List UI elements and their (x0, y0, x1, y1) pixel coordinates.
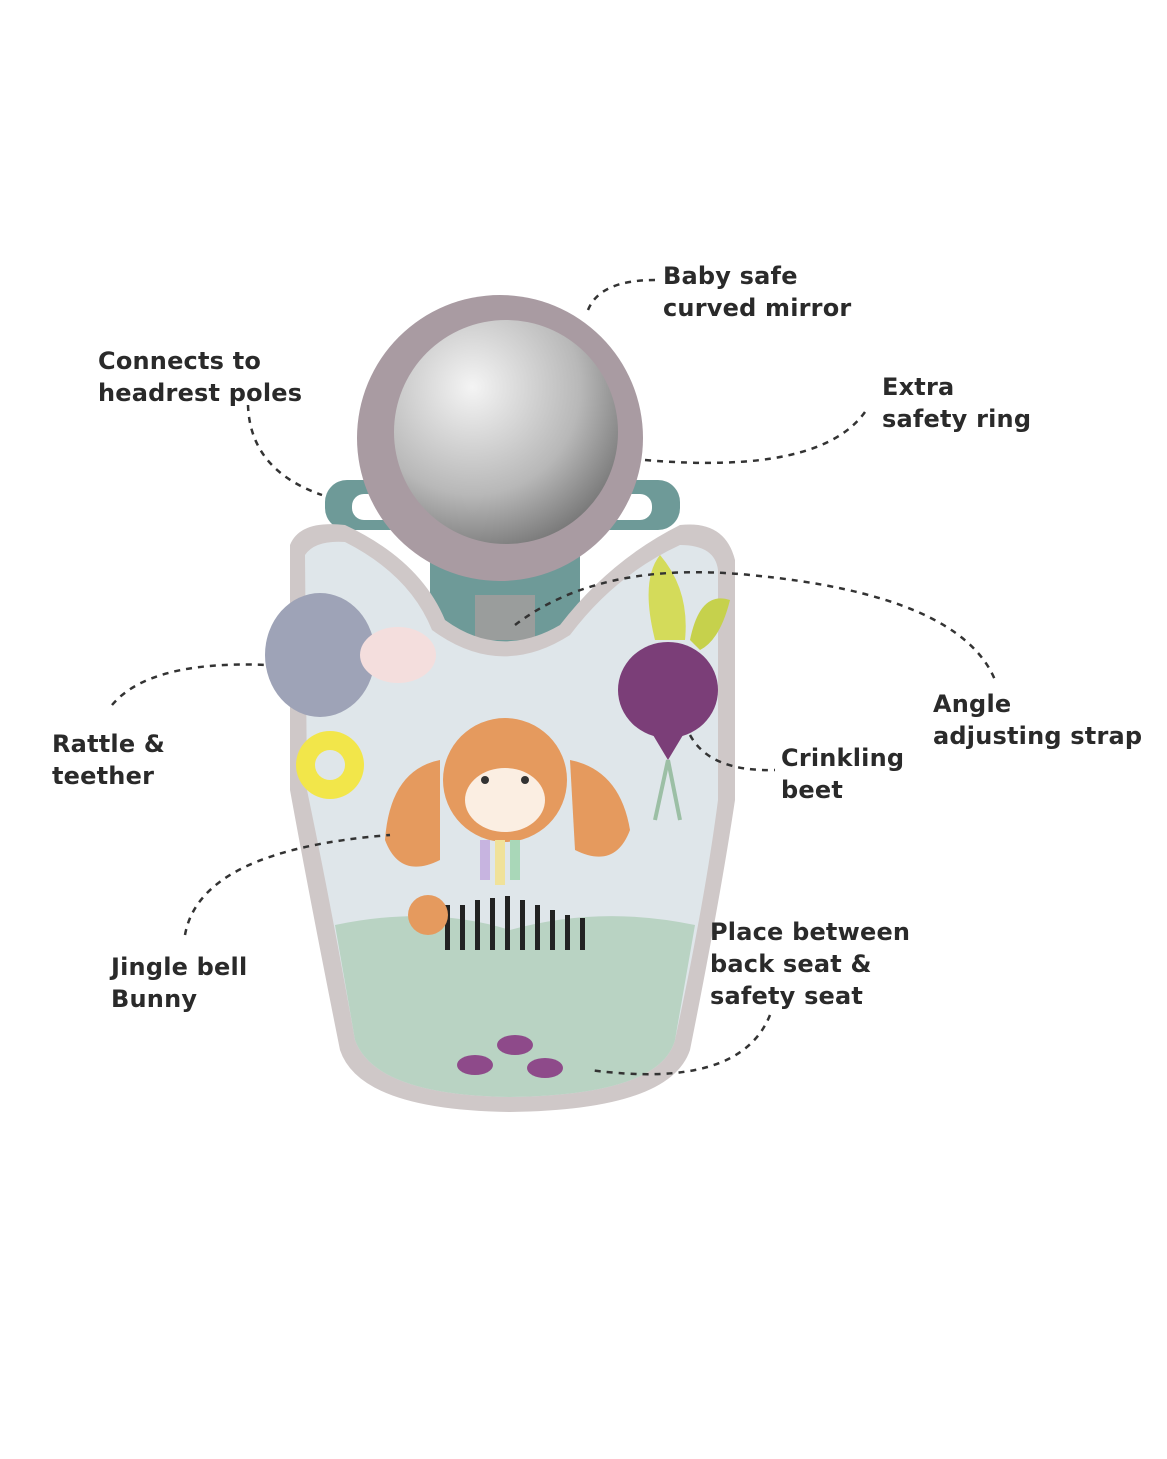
callout-angle-strap: Angle adjusting strap (933, 688, 1142, 752)
callout-text: teether (52, 762, 155, 790)
crinkling-beet (618, 555, 730, 821)
callout-text: Crinkling (781, 744, 905, 772)
callout-text: Place between (710, 918, 911, 946)
callout-text: Rattle & (52, 730, 166, 758)
hedgehog-rattle (265, 593, 436, 799)
callout-headrest-poles: Connects to headrest poles (98, 345, 302, 409)
callout-text: Extra (882, 373, 955, 401)
callout-text: Angle (933, 690, 1012, 718)
callout-baby-safe-mirror: Baby safe curved mirror (663, 260, 851, 324)
mirror (357, 295, 643, 581)
callout-text: safety seat (710, 982, 864, 1010)
callout-safety-ring: Extra safety ring (882, 371, 1031, 435)
callout-text: Jingle bell (111, 953, 248, 981)
callout-text: adjusting strap (933, 722, 1143, 750)
callout-text: back seat & (710, 950, 872, 978)
callout-rattle-teether: Rattle & teether (52, 728, 165, 792)
callout-text: safety ring (882, 405, 1032, 433)
callout-text: headrest poles (98, 379, 303, 407)
callout-text: curved mirror (663, 294, 852, 322)
callout-crinkling-beet: Crinkling beet (781, 742, 904, 806)
callout-lines (111, 278, 997, 1076)
callout-text: Baby safe (663, 262, 798, 290)
carrots (457, 1035, 563, 1078)
callout-jingle-bunny: Jingle bell Bunny (111, 951, 247, 1015)
callout-placement: Place between back seat & safety seat (710, 916, 910, 1012)
callout-text: Bunny (111, 985, 198, 1013)
callout-text: Connects to (98, 347, 262, 375)
jingle-bell-bunny (385, 718, 630, 885)
callout-text: beet (781, 776, 844, 804)
